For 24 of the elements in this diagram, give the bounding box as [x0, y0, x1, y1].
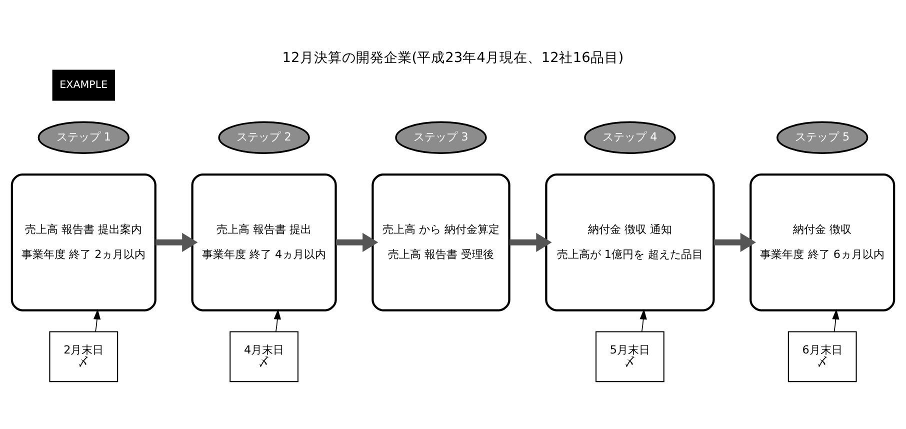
arrow: [274, 309, 281, 332]
node-box: 売上高 から 納付金算定 売上高 報告書 受理後: [372, 173, 510, 312]
arrow: [714, 232, 756, 252]
node-ellipse: ステップ 2: [218, 121, 310, 154]
arrow: [93, 309, 101, 332]
node-ellipse: ステップ 3: [395, 121, 487, 154]
node-box: 納付金 徴収 通知 売上高が 1億円を 超えた品目: [545, 173, 715, 312]
node-box: 6月末日 〆: [788, 331, 857, 382]
diagram-title: 12月決算の開発企業(平成23年4月現在、12社16品目): [282, 50, 624, 66]
node-box: 5月末日 〆: [596, 331, 664, 382]
node-box: 売上高 報告書 提出案内 事業年度 終了 2ヵ月以内: [10, 173, 156, 312]
node-box: 納付金 徴収 事業年度 終了 6ヵ月以内: [750, 173, 896, 312]
node-ellipse: ステップ 5: [776, 121, 868, 154]
arrow: [336, 232, 378, 252]
node-box: 売上高 報告書 提出 事業年度 終了 4ヵ月以内: [191, 173, 337, 312]
node-ellipse: ステップ 4: [584, 121, 676, 154]
arrow: [832, 309, 840, 332]
arrow: [640, 309, 647, 332]
arrow: [510, 232, 552, 252]
node-box: 4月末日 〆: [230, 331, 298, 382]
arrow: [156, 232, 198, 252]
node-ellipse: ステップ 1: [38, 121, 130, 154]
label: EXAMPLE: [60, 78, 108, 91]
node-box: 2月末日 〆: [49, 331, 118, 382]
